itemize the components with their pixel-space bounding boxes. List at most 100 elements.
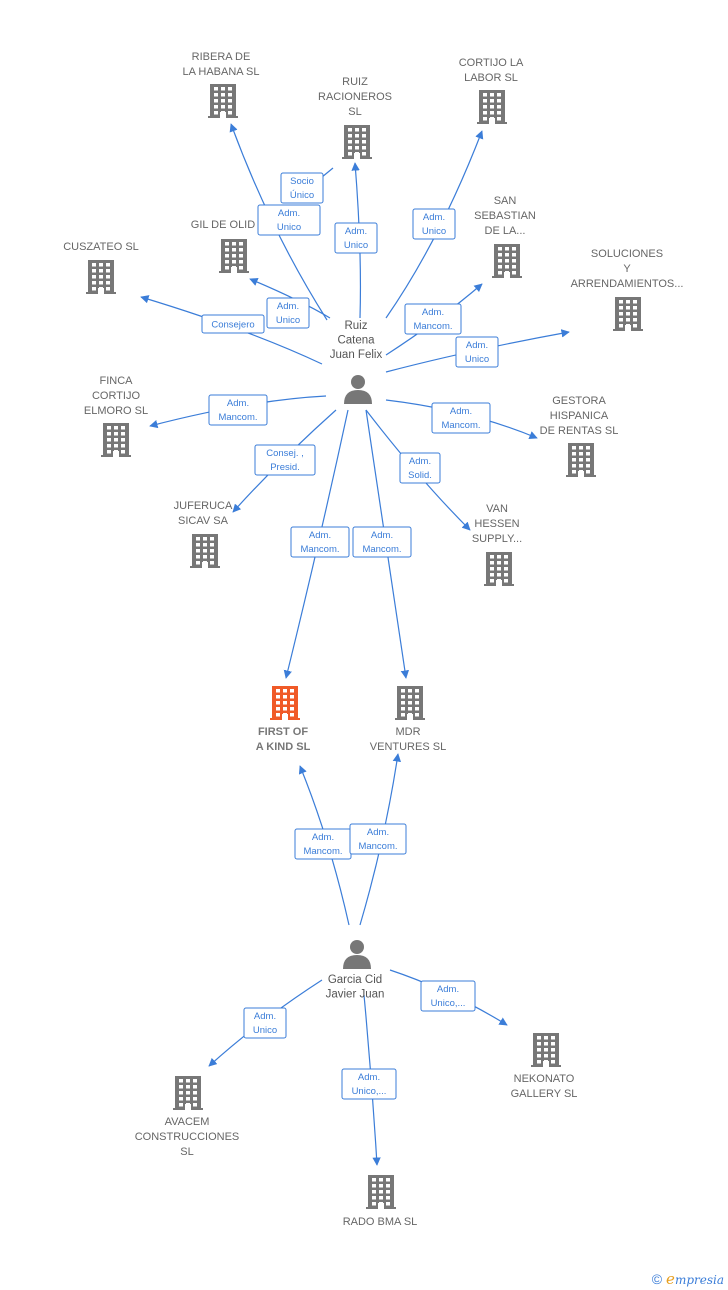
edge-role-label[interactable]: Adm.Unico <box>257 204 321 236</box>
node-label-line: HESSEN <box>474 518 519 530</box>
copyright-symbol: © <box>651 1271 663 1287</box>
edge-role-label[interactable]: Adm.Unico,... <box>420 980 476 1012</box>
node-label-line: SUPPLY... <box>472 533 522 545</box>
edge-role-label[interactable]: Consejero <box>201 314 265 334</box>
edge-label-text: Adm. <box>278 208 300 219</box>
edge-role-label[interactable]: Adm.Mancom. <box>294 828 352 860</box>
edge-role-label[interactable]: Adm.Unico <box>412 208 456 240</box>
node-label-line: SOLUCIONES <box>591 248 663 260</box>
edge-label-text: Adm. <box>277 301 299 312</box>
company-node-ruizrac[interactable]: RUIZ RACIONEROS SL <box>318 76 392 159</box>
building-icon <box>531 1033 561 1067</box>
edge-role-label[interactable]: Consej. ,Presid. <box>254 444 316 476</box>
building-icon <box>477 90 507 124</box>
company-node-firstofakind[interactable]: FIRST OFA KIND SL <box>256 686 311 753</box>
edge-role-label[interactable]: Adm.Mancom. <box>349 823 407 855</box>
node-label-line: SICAV SA <box>178 515 229 527</box>
company-node-cuszateo[interactable]: CUSZATEO SL <box>63 241 139 294</box>
edge-label-text: Adm. <box>309 530 331 541</box>
node-label-line: SL <box>348 106 361 118</box>
node-label-line: CUSZATEO SL <box>63 241 139 253</box>
edge-label-text: Único <box>290 190 314 201</box>
edge-label-text: Socio <box>290 176 314 187</box>
edge-label-text: Adm. <box>227 398 249 409</box>
edge-label-box <box>254 444 316 476</box>
edge-label-text: Adm. <box>409 456 431 467</box>
edge-label-text: Adm. <box>254 1011 276 1022</box>
edge-label-text: Adm. <box>423 212 445 223</box>
edge-label-box <box>208 394 268 426</box>
building-icon <box>492 244 522 278</box>
building-icon <box>566 443 596 477</box>
node-label-line: VENTURES SL <box>370 741 446 753</box>
node-label-line: Juan Felix <box>330 349 383 361</box>
node-label-line: Garcia Cid <box>328 974 382 986</box>
edge-role-label[interactable]: Adm.Solid. <box>399 452 441 484</box>
building-icon <box>613 297 643 331</box>
edge-role-label[interactable]: Adm.Unico <box>243 1007 287 1039</box>
node-label-line: SAN <box>494 195 517 207</box>
node-label-line: Ruiz <box>344 320 367 332</box>
node-label-line: SL <box>180 1146 193 1158</box>
edge-label-box <box>280 172 324 204</box>
edge-label-box <box>334 222 378 254</box>
edge-role-label[interactable]: Adm.Unico,... <box>341 1068 397 1100</box>
node-label-line: RADO BMA SL <box>343 1216 418 1228</box>
edge-role-label[interactable]: Adm.Mancom. <box>404 303 462 335</box>
company-node-radobma[interactable]: RADO BMA SL <box>343 1175 418 1228</box>
edge-label-box <box>399 452 441 484</box>
edge-label-box <box>455 336 499 368</box>
building-icon <box>342 125 372 159</box>
node-label-line: AVACEM <box>165 1116 210 1128</box>
node-label-line: RACIONEROS <box>318 91 392 103</box>
edge-label-text: Adm. <box>450 406 472 417</box>
company-node-soluciones[interactable]: SOLUCIONESYARRENDAMIENTOS... <box>571 248 684 331</box>
building-icon <box>173 1076 203 1110</box>
edge-label-text: Adm. <box>371 530 393 541</box>
node-label-line: Javier Juan <box>326 989 385 1001</box>
edge-label-box <box>257 204 321 236</box>
edge-label-text: Unico <box>465 354 489 365</box>
edge-label-box <box>349 823 407 855</box>
edge-label-box <box>341 1068 397 1100</box>
edge-role-label[interactable]: Adm.Unico <box>334 222 378 254</box>
edge-label-box <box>412 208 456 240</box>
brand-name: mpresia <box>674 1273 724 1287</box>
edge-role-label[interactable]: Adm. Unico <box>266 297 310 329</box>
node-label-line: ARRENDAMIENTOS... <box>571 278 684 290</box>
building-icon <box>190 534 220 568</box>
building-icon <box>270 686 300 720</box>
edge-role-label[interactable]: Adm.Mancom. <box>208 394 268 426</box>
building-icon <box>219 239 249 273</box>
node-label-line: HISPANICA <box>550 410 609 422</box>
edge-role-label[interactable]: Adm. Mancom. <box>352 526 412 558</box>
edge-label-text: Mancom. <box>413 321 452 332</box>
company-node-gilolid[interactable]: GIL DE OLID <box>191 219 255 273</box>
edge-label-text: Unico <box>276 315 300 326</box>
company-node-vanhessen[interactable]: VANHESSENSUPPLY... <box>472 503 522 586</box>
node-label-line: ELMORO SL <box>84 405 148 417</box>
node-label-line: DE LA... <box>485 225 526 237</box>
edge-role-label[interactable]: Adm.Unico <box>455 336 499 368</box>
node-label-line: RIBERA DE <box>192 51 251 63</box>
edge-label-text: Mancom. <box>362 544 401 555</box>
edge-label-text: Adm. <box>437 984 459 995</box>
building-icon <box>86 260 116 294</box>
edge-role-label[interactable]: Adm.Mancom. <box>431 402 491 434</box>
edge-label-text: Mancom. <box>300 544 339 555</box>
node-label-line: RUIZ <box>342 76 368 88</box>
edge-role-label[interactable]: Adm. Mancom. <box>290 526 350 558</box>
